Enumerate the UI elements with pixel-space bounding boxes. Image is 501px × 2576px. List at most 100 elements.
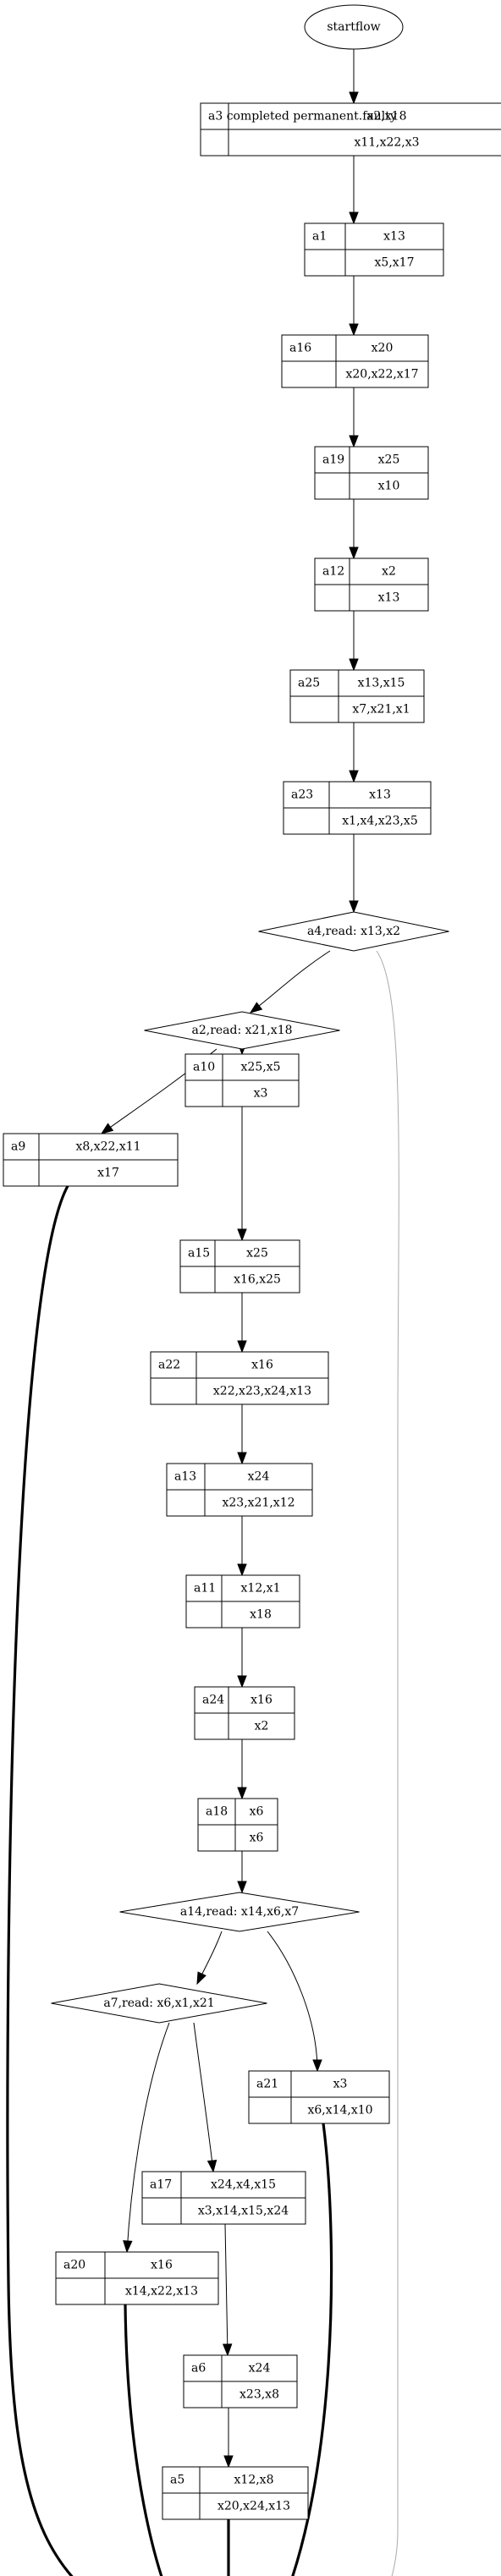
edge-a24-a18-arrow xyxy=(237,1787,247,1800)
edge-a7-a17 xyxy=(193,2022,214,2172)
start-node-shape xyxy=(304,4,404,50)
edge-a16-a19-arrow xyxy=(349,435,359,448)
activity-read-objects: x13 xyxy=(383,230,405,244)
edge-a18-a14-arrow xyxy=(237,1881,247,1894)
activity-name: a19 xyxy=(322,453,344,467)
activity-name: a5 xyxy=(170,2474,184,2487)
edge-a25-a23-arrow xyxy=(349,770,359,783)
edge-start-a3-arrow xyxy=(349,91,359,105)
edge-a4-end xyxy=(376,950,399,2576)
activity-write-objects: x14,x22,x13 xyxy=(125,2285,198,2299)
edge-a22-a13-arrow xyxy=(237,1452,247,1465)
activity-read-objects: x6 xyxy=(250,1805,264,1819)
edge-a4-a2-arrow xyxy=(249,1002,263,1013)
edge-a4-a2 xyxy=(250,950,331,1013)
activity-write-objects: x16,x25 xyxy=(234,1273,281,1287)
activity-read-objects: x16 xyxy=(250,1694,273,1707)
decision-diamond xyxy=(144,1011,340,1050)
activity-name: a6 xyxy=(191,2362,206,2376)
edge-a14-a21-arrow xyxy=(312,2059,322,2073)
decision-label: a14,read: x14,x6,x7 xyxy=(180,1905,299,1919)
edge-a17-a6-arrow xyxy=(222,2343,233,2357)
activity-read-objects: x20 xyxy=(372,342,394,355)
activity-read-objects: x12,x8 xyxy=(234,2474,274,2487)
activity-write-objects: x2 xyxy=(255,1720,269,1733)
decision-label: a2,read: x21,x18 xyxy=(191,1024,292,1037)
edge-a3-a1-arrow xyxy=(349,211,359,225)
activity-read-objects: x16 xyxy=(151,2259,173,2272)
activity-write-objects: x13 xyxy=(378,591,400,605)
activity-write-objects: x3 xyxy=(254,1087,268,1101)
decision-diamond xyxy=(51,1983,267,2024)
edge-a17-a6 xyxy=(224,2223,228,2356)
edge-a7-a20 xyxy=(126,2022,170,2253)
decision-label: a7,read: x6,x1,x21 xyxy=(103,1997,214,2010)
activity-write-objects: x5,x17 xyxy=(375,256,415,270)
decision-label: a4,read: x13,x2 xyxy=(307,925,400,938)
edge-a21-end xyxy=(291,2123,333,2576)
activity-name: a25 xyxy=(298,677,320,690)
edge-a20-end xyxy=(124,2304,163,2576)
activity-write-objects: x6,x14,x10 xyxy=(307,2104,372,2117)
activity-name: a1 xyxy=(312,230,327,244)
activity-read-objects: x24 xyxy=(248,1470,270,1484)
decision-diamond xyxy=(119,1892,360,1932)
start-node-label: startflow xyxy=(327,20,380,34)
decision-diamond xyxy=(258,911,449,952)
decision-a4: a4,read: x13,x2 xyxy=(258,911,449,952)
activity-name: a17 xyxy=(150,2178,172,2192)
activity-name: a3 completed permanent.faulty xyxy=(208,110,397,124)
activity-a17: a17 x24,x4,x15 x3,x14,x15,x24 xyxy=(141,2171,306,2225)
activity-read-objects: x2,x18 xyxy=(367,110,407,124)
edge-a14-a21 xyxy=(267,1931,318,2072)
edges-layer xyxy=(6,49,399,2576)
activity-write-objects: x22,x23,x24,x13 xyxy=(213,1385,311,1398)
edge-a15-a22-arrow xyxy=(237,1340,247,1354)
activity-name: a13 xyxy=(174,1470,196,1484)
activity-name: a23 xyxy=(291,788,313,802)
activity-name: a10 xyxy=(193,1061,215,1074)
activity-read-objects: x3 xyxy=(333,2078,348,2091)
activity-read-objects: x13 xyxy=(369,788,391,802)
decision-a14: a14,read: x14,x6,x7 xyxy=(119,1892,360,1932)
edge-a1-a16-arrow xyxy=(349,323,359,337)
edge-a14-a7-arrow xyxy=(196,1971,206,1986)
activity-write-objects: x23,x8 xyxy=(239,2388,279,2402)
activity-read-objects: x25,x5 xyxy=(241,1061,281,1074)
edge-a13-a11-arrow xyxy=(237,1563,247,1577)
activity-read-objects: x25 xyxy=(246,1247,268,1261)
activity-read-objects: x24,x4,x15 xyxy=(211,2178,276,2192)
start-node: startflow xyxy=(304,4,404,50)
edge-a23-a4-arrow xyxy=(349,900,359,914)
activity-read-objects: x12,x1 xyxy=(241,1582,281,1596)
edge-a7-a20-arrow xyxy=(123,2240,133,2254)
activity-write-objects: x11,x22,x3 xyxy=(354,136,419,150)
decision-a2: a2,read: x21,x18 xyxy=(144,1011,340,1050)
decision-a7: a7,read: x6,x1,x21 xyxy=(51,1983,267,2024)
edge-a11-a24-arrow xyxy=(237,1675,247,1689)
activity-write-objects: x7,x21,x1 xyxy=(352,703,410,717)
edge-a12-a25-arrow xyxy=(349,658,359,672)
activity-name: a21 xyxy=(256,2078,278,2091)
edge-a6-a5-arrow xyxy=(223,2455,234,2469)
activity-name: a22 xyxy=(158,1359,180,1372)
activity-name: a11 xyxy=(194,1582,216,1596)
edge-a19-a12-arrow xyxy=(349,547,359,560)
activity-a21: a21 x3 x6,x14,x10 xyxy=(248,2070,390,2124)
activity-name: a9 xyxy=(11,1140,25,1154)
activity-write-objects: x3,x14,x15,x24 xyxy=(198,2205,289,2218)
